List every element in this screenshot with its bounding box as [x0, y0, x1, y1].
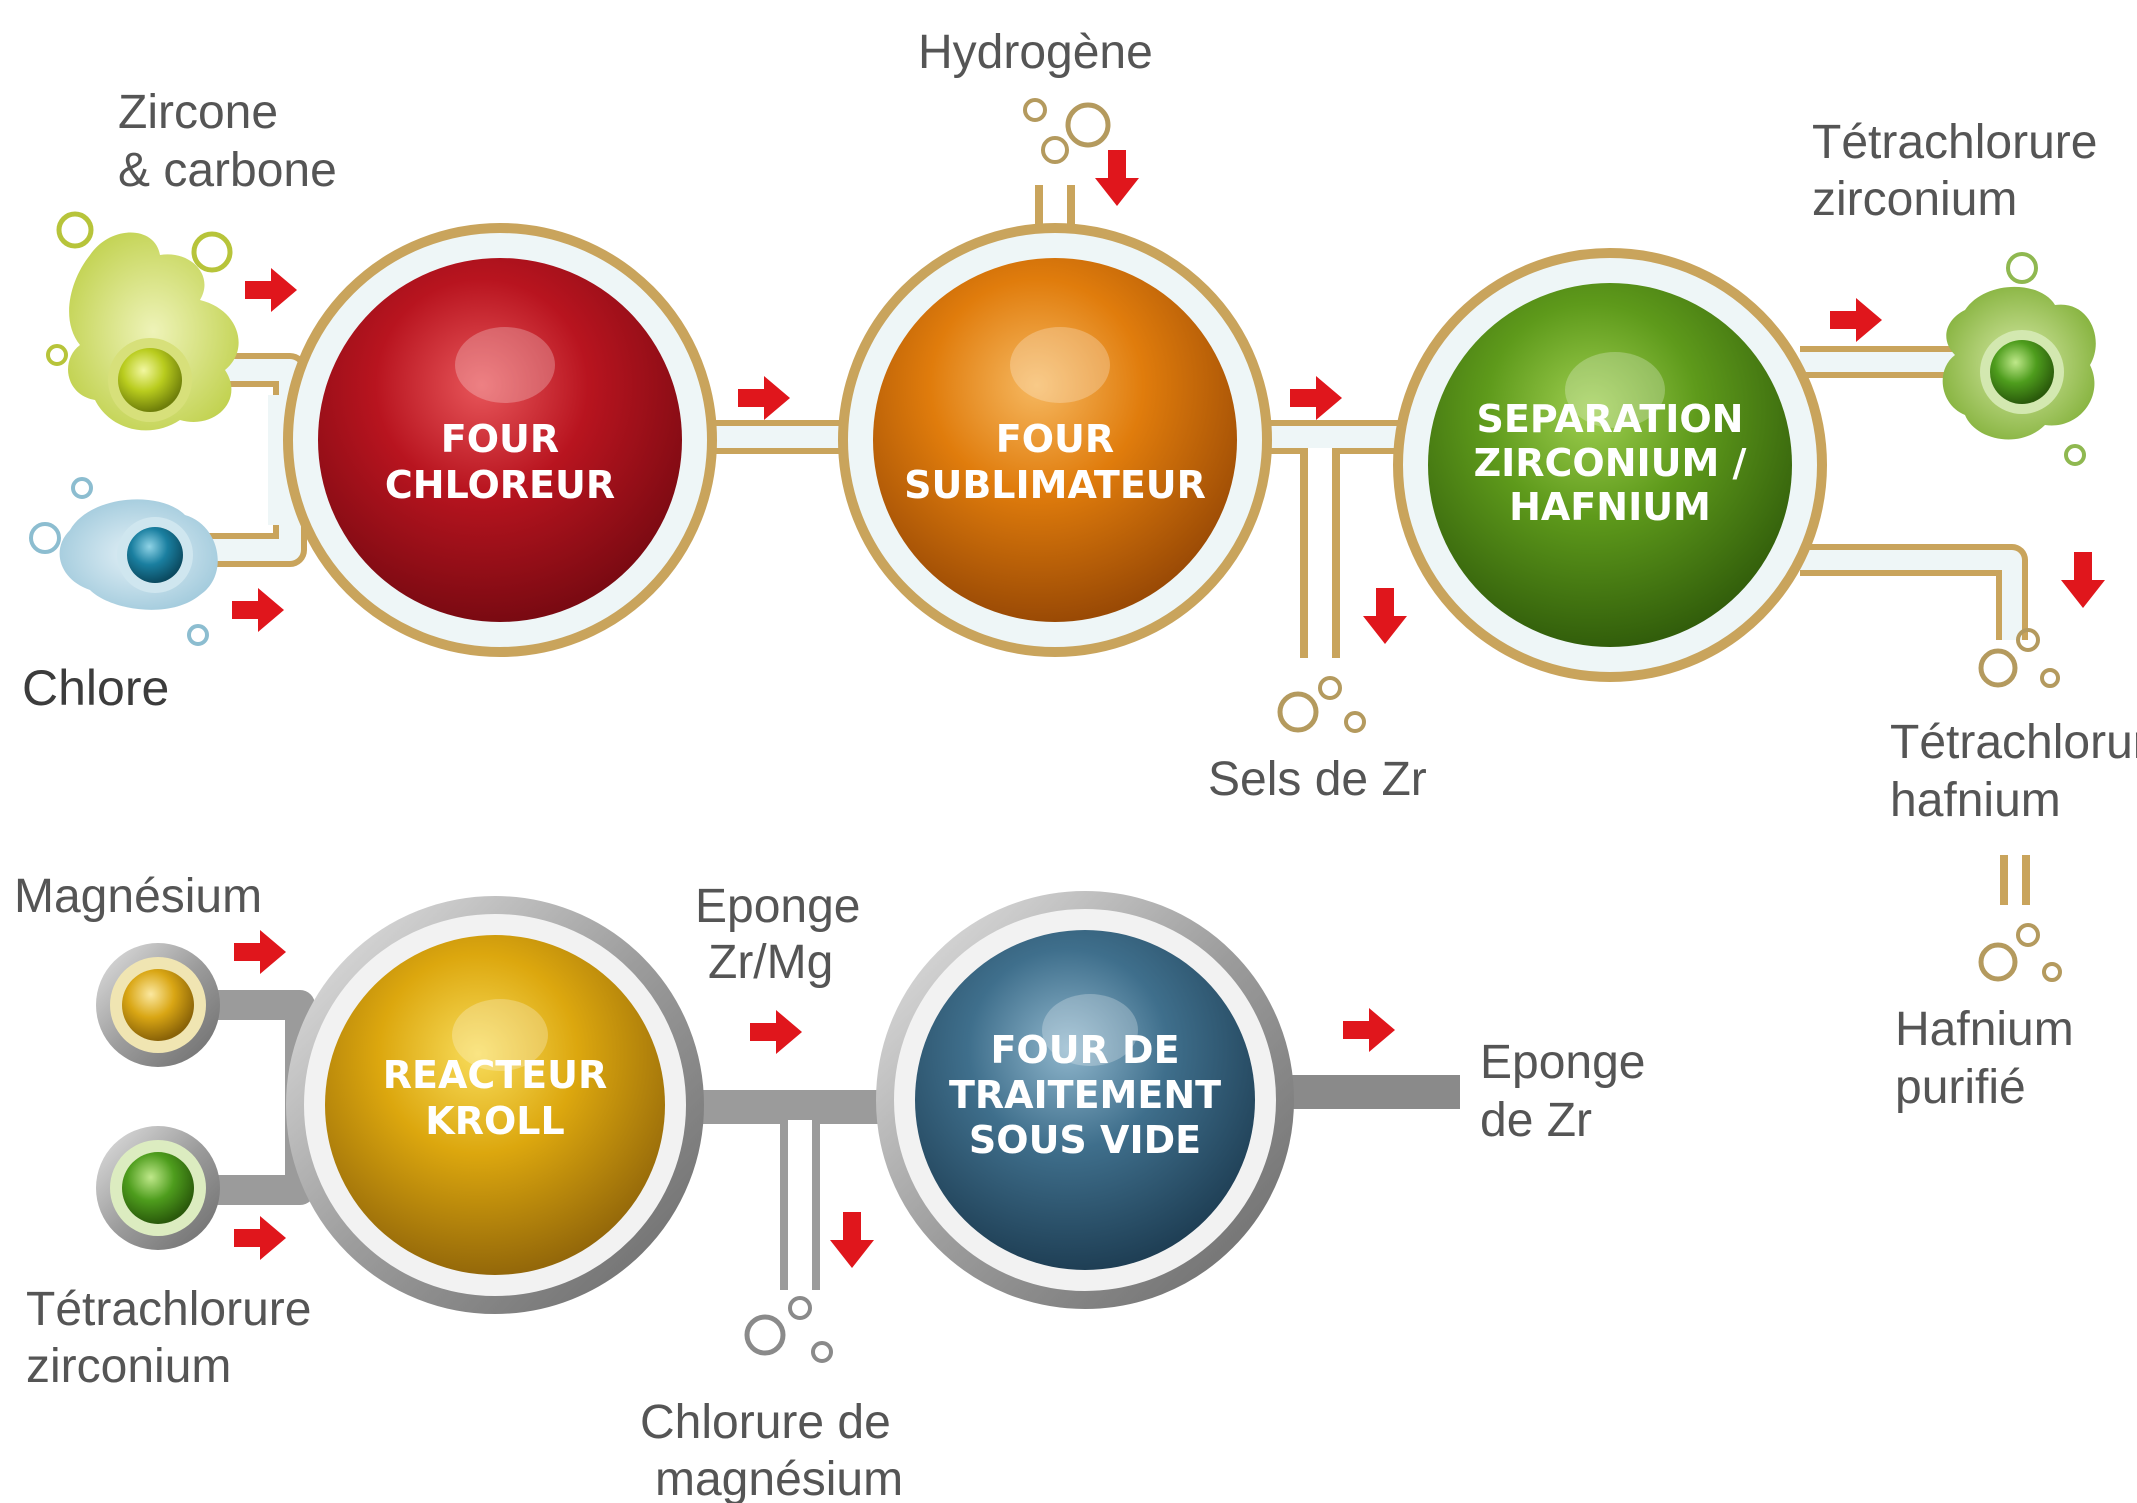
- mg-chloride-label-2: magnésium: [655, 1453, 903, 1503]
- zr-tetrachloride-output-icon: [1943, 254, 2096, 464]
- mg-chloride-label-1: Chlorure de: [640, 1396, 891, 1449]
- kroll-label-2: KROLL: [425, 1099, 564, 1143]
- chlorine-input-icon: [31, 479, 218, 644]
- arrow-right-icon: [234, 1216, 286, 1260]
- zr-salts-label: Sels de Zr: [1208, 753, 1427, 806]
- furnace-separation: SEPARATION ZIRCONIUM / HAFNIUM: [1398, 253, 1822, 677]
- arrow-down-icon: [1095, 150, 1139, 206]
- zircon-label-1: Zircone: [118, 86, 278, 139]
- hf-tetrachloride-bubbles-icon: [1981, 630, 2058, 686]
- chlorination-label-1: FOUR: [441, 417, 559, 461]
- hydrogen-bubbles-icon: [1025, 100, 1108, 162]
- zr-mg-sponge-label-1: Eponge: [695, 880, 861, 933]
- arrow-right-icon: [232, 588, 284, 632]
- vacuum-label-2: TRAITEMENT: [949, 1073, 1221, 1117]
- arrow-down-icon: [830, 1212, 874, 1268]
- zr-mg-sponge-label-2: Zr/Mg: [708, 936, 833, 989]
- vacuum-label-3: SOUS VIDE: [969, 1118, 1201, 1162]
- zr-tetrachloride-label-1: Tétrachlorure: [1812, 116, 2097, 169]
- chlorination-label-2: CHLOREUR: [385, 463, 615, 507]
- furnace-sublimation: FOUR SUBLIMATEUR: [843, 228, 1267, 652]
- hf-purified-label-1: Hafnium: [1895, 1003, 2074, 1056]
- separation-label-2: ZIRCONIUM /: [1474, 441, 1747, 485]
- furnace-vacuum: FOUR DE TRAITEMENT SOUS VIDE: [885, 900, 1285, 1300]
- arrow-right-icon: [245, 268, 297, 312]
- hydrogen-label: Hydrogène: [918, 26, 1153, 79]
- zr-tetrachloride-in-label-2: zirconium: [26, 1340, 231, 1393]
- furnace-kroll: REACTEUR KROLL: [295, 905, 695, 1305]
- mg-chloride-bubbles-icon: [747, 1298, 831, 1361]
- vacuum-label-1: FOUR DE: [990, 1028, 1179, 1072]
- arrow-right-icon: [750, 1010, 802, 1054]
- sublimation-label-2: SUBLIMATEUR: [904, 463, 1206, 507]
- furnace-chlorination: FOUR CHLOREUR: [288, 228, 712, 652]
- zircon-carbon-input-icon: [48, 214, 239, 430]
- zr-tetrachloride-in-label-1: Tétrachlorure: [26, 1283, 311, 1336]
- arrow-right-icon: [1830, 298, 1882, 342]
- zr-tetrachloride-input-icon: [96, 1126, 220, 1250]
- arrow-right-icon: [738, 376, 790, 420]
- kroll-label-1: REACTEUR: [383, 1053, 608, 1097]
- chlorine-label: Chlore: [22, 660, 169, 716]
- arrow-right-icon: [1343, 1008, 1395, 1052]
- zr-sponge-label-1: Eponge: [1480, 1036, 1646, 1089]
- hf-purified-bubbles-icon: [1981, 925, 2060, 980]
- arrow-down-icon: [1363, 588, 1407, 644]
- zr-sponge-label-2: de Zr: [1480, 1094, 1592, 1147]
- hf-tetrachloride-label-1: Tétrachlorure: [1890, 716, 2137, 769]
- zr-tetrachloride-label-2: zirconium: [1812, 173, 2017, 226]
- hf-purified-label-2: purifié: [1895, 1061, 2026, 1114]
- zr-salts-bubbles-icon: [1280, 678, 1364, 731]
- separation-label-1: SEPARATION: [1477, 397, 1744, 441]
- magnesium-input-icon: [96, 943, 220, 1067]
- separation-label-3: HAFNIUM: [1509, 485, 1711, 529]
- arrow-right-icon: [234, 930, 286, 974]
- hf-tetrachloride-label-2: hafnium: [1890, 774, 2061, 827]
- sublimation-label-1: FOUR: [996, 417, 1114, 461]
- arrow-down-icon: [2061, 552, 2105, 608]
- arrow-right-icon: [1290, 376, 1342, 420]
- zircon-label-2: & carbone: [118, 144, 337, 197]
- magnesium-label: Magnésium: [14, 870, 262, 923]
